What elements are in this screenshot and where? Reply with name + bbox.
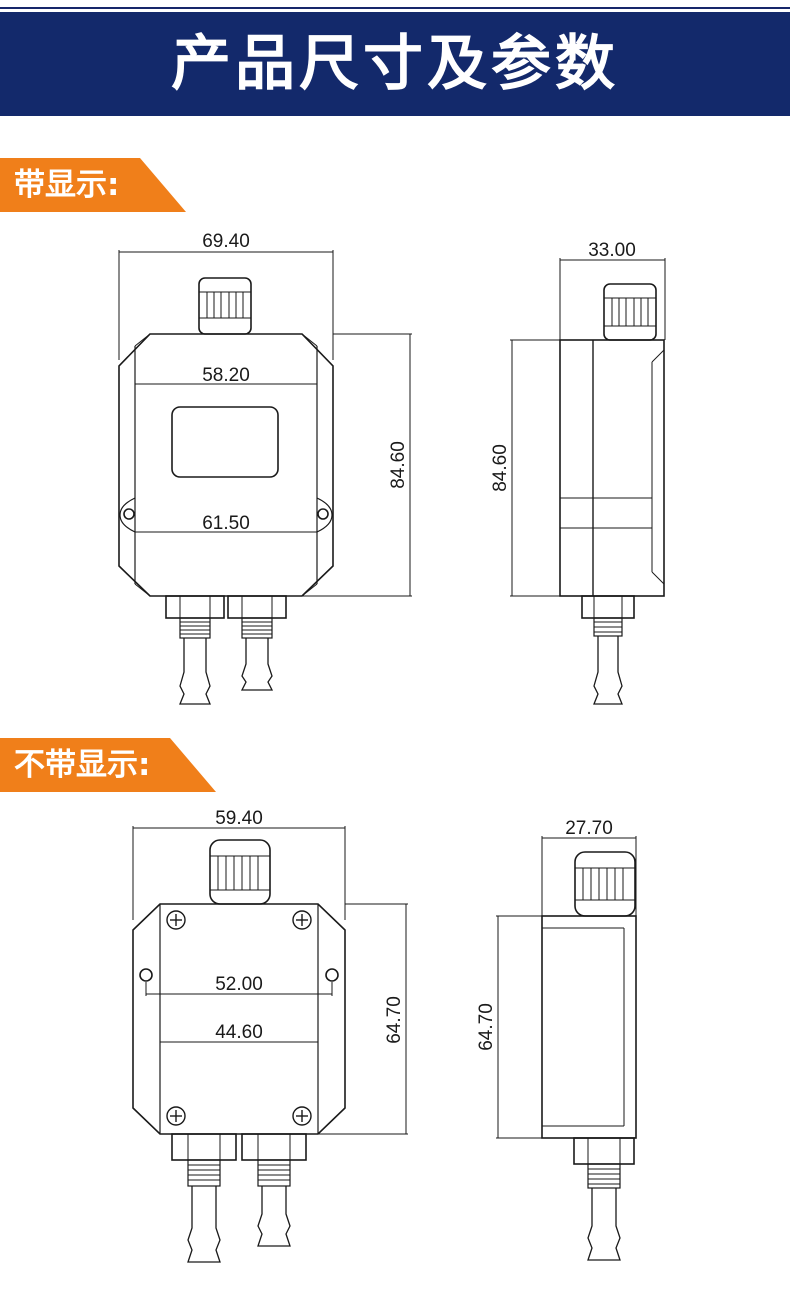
side-view-display: 33.00 84.60 — [490, 240, 666, 705]
dim-side-depth: 33.00 — [588, 240, 636, 261]
dim-front-inner-width: 52.00 — [215, 974, 263, 995]
section-tag-no-display: 不带显示: — [0, 738, 220, 792]
page-title: 产品尺寸及参数 — [171, 29, 619, 99]
side-hex-nut — [581, 595, 635, 619]
screw-icon — [292, 910, 312, 930]
front-view-display: 69.40 58.20 61.50 — [118, 231, 412, 705]
hex-nut-right — [227, 595, 287, 619]
cable-gland — [209, 839, 271, 905]
screw-icon — [166, 1106, 186, 1126]
header-banner: 产品尺寸及参数 — [0, 0, 790, 118]
dim-front-height: 84.60 — [388, 441, 409, 489]
tag-arrow-shape — [0, 738, 216, 792]
front-view-no-display: 59.40 52.00 — [132, 808, 408, 1263]
dim-front-height: 64.70 — [384, 996, 405, 1044]
tag-arrow-shape — [0, 158, 186, 212]
banner-bar — [0, 12, 790, 116]
section-tag-display: 带显示: — [0, 158, 190, 212]
mount-hole-right — [317, 508, 329, 520]
housing-outline — [132, 903, 346, 1135]
section-label-display: 带显示: — [14, 167, 120, 203]
dim-side-depth: 27.70 — [565, 818, 613, 839]
mount-hole-right — [325, 968, 339, 982]
side-view-no-display: 27.70 64.70 — [476, 818, 637, 1261]
banner-top-rule — [0, 7, 790, 9]
screw-icon — [166, 910, 186, 930]
side-cable-gland — [574, 851, 636, 917]
hex-nut-left — [171, 1133, 237, 1161]
hex-nut-right — [241, 1133, 307, 1161]
mount-hole-left — [123, 508, 135, 520]
barb-left — [179, 638, 211, 705]
dim-front-top-width: 69.40 — [202, 231, 250, 252]
display-window — [171, 406, 279, 478]
barb-right — [240, 638, 274, 691]
dim-front-lower-width: 61.50 — [202, 513, 250, 534]
dim-front-lower-width: 44.60 — [215, 1022, 263, 1043]
section-label-no-display: 不带显示: — [14, 747, 151, 783]
side-barb — [587, 1188, 621, 1261]
side-hex-nut — [573, 1137, 635, 1165]
barb-left — [187, 1186, 221, 1263]
dim-side-height: 84.60 — [490, 444, 511, 492]
mount-hole-left — [139, 968, 153, 982]
side-housing — [541, 915, 637, 1139]
hex-nut-left — [165, 595, 225, 619]
screw-icon — [292, 1106, 312, 1126]
barb-right — [257, 1186, 291, 1247]
dim-front-inner-width: 58.20 — [202, 365, 250, 386]
side-barb — [593, 636, 623, 705]
side-housing — [559, 339, 665, 597]
dim-side-height: 64.70 — [476, 1003, 497, 1051]
dim-front-top-width: 59.40 — [215, 808, 263, 829]
